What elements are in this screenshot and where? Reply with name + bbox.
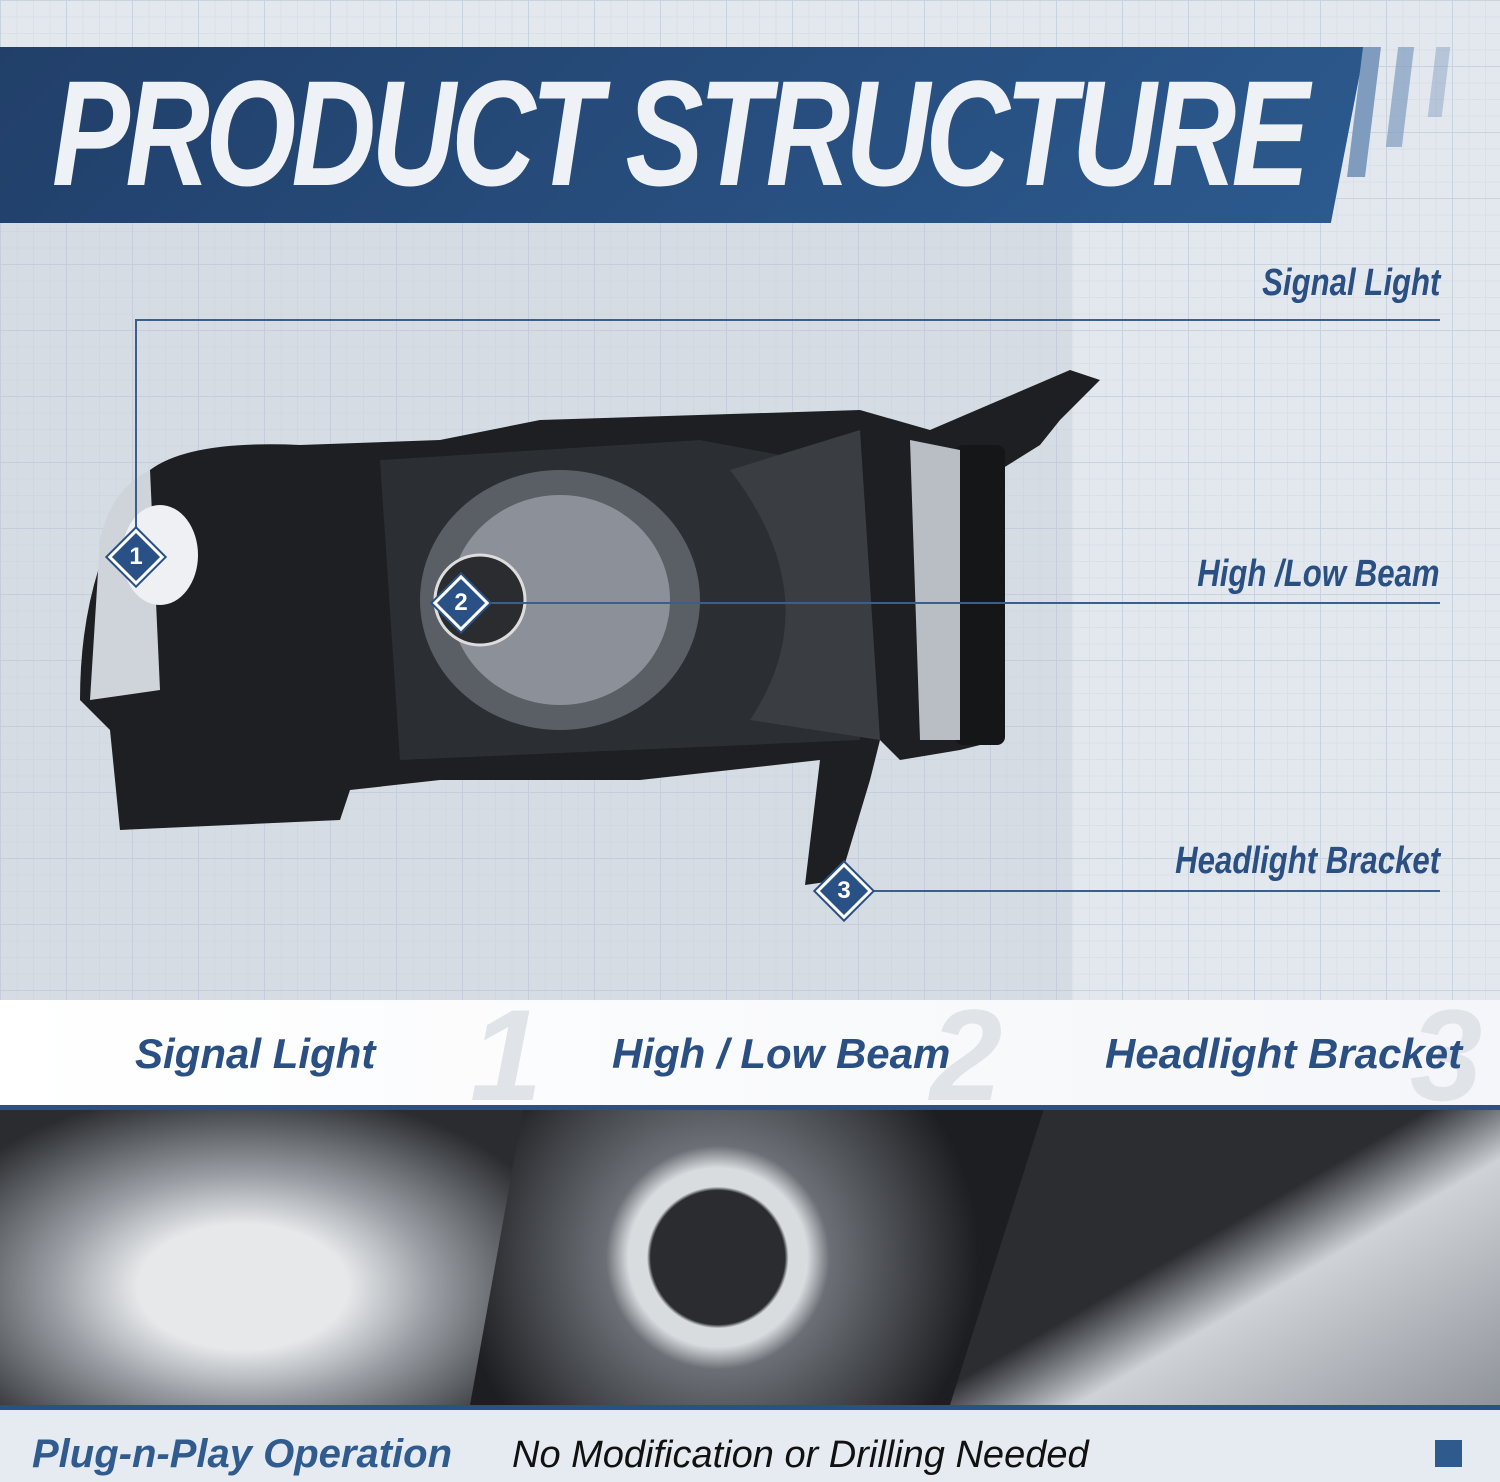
feature-label: Signal Light: [135, 1030, 376, 1077]
divider: [0, 1105, 1500, 1110]
feature-number: 1: [470, 982, 543, 1128]
divider: [0, 1405, 1500, 1410]
callout-line: [135, 319, 137, 539]
detail-photo-beam: [470, 1110, 1060, 1405]
detail-photo-signal-light: [0, 1110, 540, 1405]
callout-label: Headlight Bracket: [1175, 840, 1440, 882]
callout-line: [460, 602, 1440, 604]
page-title: PRODUCT STRUCTURE: [52, 49, 1310, 217]
decorative-square: [1435, 1440, 1462, 1467]
feature-label: Headlight Bracket: [1105, 1030, 1463, 1077]
feature-label: High / Low Beam: [612, 1030, 951, 1077]
footer-text: No Modification or Drilling Needed: [512, 1434, 1089, 1476]
footer-highlight: Plug-n-Play Operation: [32, 1432, 453, 1476]
feature-number: 3: [1410, 982, 1483, 1128]
callout-label: Signal Light: [1261, 262, 1440, 304]
feature-label-band: [0, 1000, 1500, 1105]
callout-line: [843, 890, 1440, 892]
callout-line: [135, 319, 1440, 321]
feature-number: 2: [930, 982, 1003, 1128]
title-banner: [0, 47, 1365, 223]
headlight-image: [80, 370, 1100, 885]
detail-photo-bracket: [950, 1110, 1500, 1405]
callout-label: High /Low Beam: [1197, 553, 1440, 595]
